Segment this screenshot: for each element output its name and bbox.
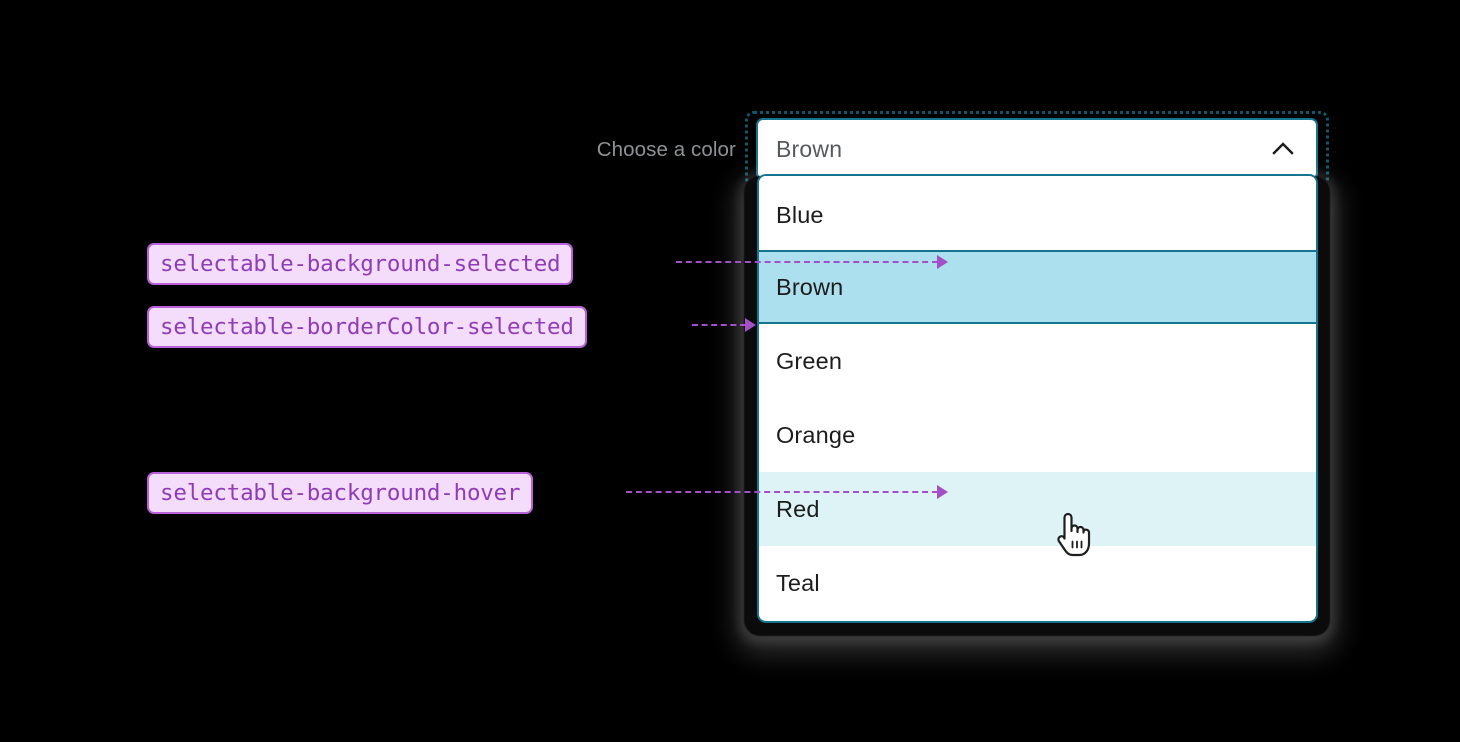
token-label-background-selected: selectable-background-selected: [147, 243, 574, 285]
option-label: Brown: [776, 273, 844, 300]
list-item[interactable]: Orange: [759, 398, 1316, 472]
field-label: Choose a color: [596, 138, 736, 161]
list-item[interactable]: Blue: [759, 176, 1316, 250]
option-label: Green: [776, 347, 843, 374]
dropdown-listbox[interactable]: Blue Brown Green Orange Red Teal: [757, 174, 1318, 623]
option-label: Teal: [776, 569, 820, 596]
list-item[interactable]: Red: [759, 472, 1316, 546]
option-label: Orange: [776, 421, 856, 448]
combobox-value: Brown: [776, 136, 843, 162]
option-label: Blue: [776, 201, 824, 228]
token-label-background-hover: selectable-background-hover: [147, 472, 534, 514]
list-item[interactable]: Teal: [759, 546, 1316, 620]
color-combobox[interactable]: Brown: [745, 111, 1329, 187]
list-item[interactable]: Brown: [759, 250, 1316, 324]
combobox-control[interactable]: Brown: [756, 118, 1318, 180]
option-label: Red: [776, 495, 820, 522]
token-label-bordercolor-selected: selectable-borderColor-selected: [147, 306, 587, 348]
connector-line: [692, 324, 746, 326]
list-item[interactable]: Green: [759, 324, 1316, 398]
chevron-up-icon[interactable]: [1270, 136, 1296, 162]
